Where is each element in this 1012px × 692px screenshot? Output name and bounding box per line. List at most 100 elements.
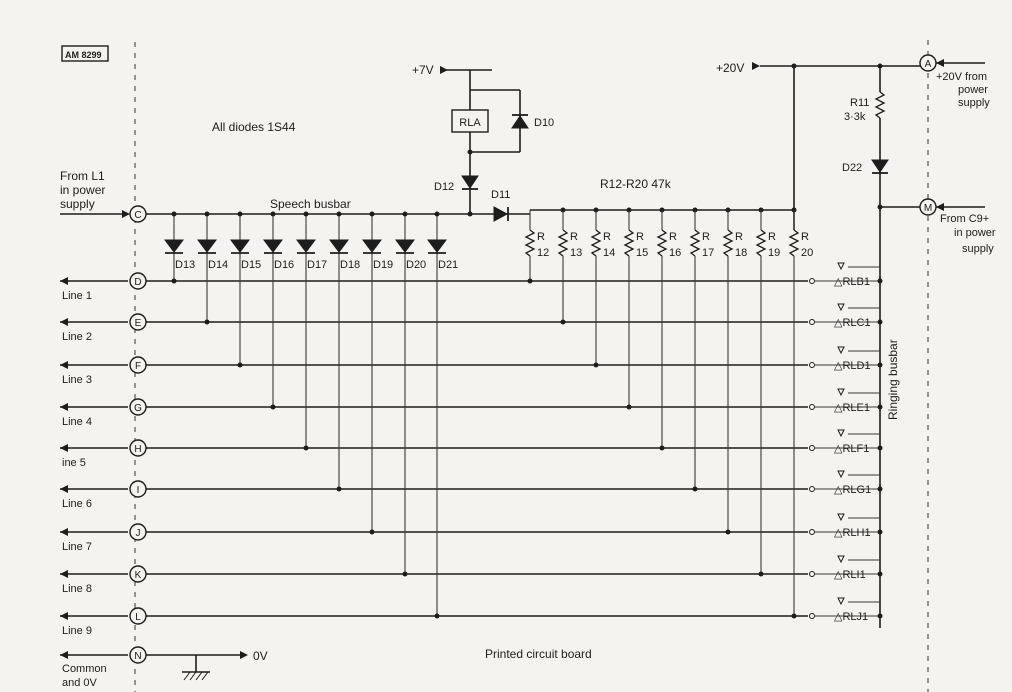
relay-contact-array: △RLB1△RLC1△RLD1△RLE1△RLF1△RLG1△RLH1△RLI1…: [809, 262, 883, 623]
zero-v-arrow: [240, 651, 248, 659]
resistor-r-prefix: R: [702, 231, 710, 243]
line-arrow: [60, 318, 68, 326]
diode-label: D15: [241, 259, 261, 271]
junction-res-line: [626, 404, 632, 410]
junction-ringing: [877, 445, 883, 451]
plus20v-label: +20V: [716, 61, 744, 75]
junction-diode-line: [303, 445, 309, 451]
d10-label: D10: [534, 117, 554, 129]
resistor-r14: [590, 229, 602, 257]
resistor-r-prefix: R: [669, 231, 677, 243]
common-label-2: and 0V: [62, 677, 98, 689]
junction-diode-line: [369, 529, 375, 535]
relay-label: △RLD1: [834, 360, 871, 372]
junction-res-line: [659, 445, 665, 451]
diode-d22: [871, 159, 889, 174]
svg-text:J: J: [136, 528, 141, 539]
diode-d16: [263, 239, 283, 254]
svg-text:F: F: [135, 361, 141, 372]
junction-diode-top: [369, 211, 375, 217]
diode-label: D17: [307, 259, 327, 271]
relay-actuator-icon: [837, 429, 845, 438]
relay-actuator-icon: [837, 262, 845, 271]
resistor-r-prefix: R: [735, 231, 743, 243]
resistor-r16: [656, 229, 668, 257]
diode-label: D13: [175, 259, 195, 271]
relay-actuator-icon: [837, 346, 845, 355]
resistor-r-prefix: R: [801, 231, 809, 243]
zero-v-label: 0V: [253, 649, 268, 663]
relay-contact-fixed: [809, 445, 815, 451]
rla-label: RLA: [459, 117, 481, 129]
line-arrow: [60, 528, 68, 536]
relay-contact-fixed: [809, 486, 815, 492]
junction-diode-line: [434, 613, 440, 619]
junction-diode-line: [270, 404, 276, 410]
diode-d19: [362, 239, 382, 254]
junction-diode-line: [402, 571, 408, 577]
relay-label: △RLJ1: [834, 611, 868, 623]
resistor-r-prefix: R: [537, 231, 545, 243]
terminal-d: D: [129, 272, 147, 290]
junction-ringing: [877, 529, 883, 535]
junction-res-line: [593, 362, 599, 368]
relay-actuator-icon: [837, 470, 845, 479]
terminal-h: H: [129, 439, 147, 457]
relay-contact-fixed: [809, 278, 815, 284]
d12-label: D12: [434, 181, 454, 193]
relay-contact-fixed: [809, 571, 815, 577]
junction-ringing: [877, 278, 883, 284]
resistor-number: 14: [603, 247, 615, 259]
diode-d13: [164, 239, 184, 254]
svg-text:A: A: [925, 59, 932, 70]
relay-label: △RLC1: [834, 317, 871, 329]
diode-label: D16: [274, 259, 294, 271]
plus20-input-arrow: [936, 59, 944, 67]
terminal-m: M: [919, 198, 937, 216]
junction-diode-line: [204, 319, 210, 325]
resistor-r-prefix: R: [636, 231, 644, 243]
relay-actuator-icon: [837, 555, 845, 564]
resistor-r18: [722, 229, 734, 257]
diode-label: D18: [340, 259, 360, 271]
line-arrow: [60, 485, 68, 493]
junction-ringing: [877, 486, 883, 492]
diode-d18: [329, 239, 349, 254]
line-label: ine 5: [62, 457, 86, 469]
resistor-number: 20: [801, 247, 813, 259]
r11-value: 3·3k: [844, 111, 866, 123]
diode-d15: [230, 239, 250, 254]
terminal-n: N: [129, 646, 147, 664]
speech-busbar-label: Speech busbar: [270, 197, 351, 211]
c9-input-arrow: [936, 203, 944, 211]
line-label: Line 3: [62, 374, 92, 386]
common-arrow: [60, 651, 68, 659]
junction-ringing: [877, 613, 883, 619]
diode-d14: [197, 239, 217, 254]
terminal-k: K: [129, 565, 147, 583]
ground-icon: [183, 671, 209, 681]
relay-label: △RLE1: [834, 402, 870, 414]
diode-label: D20: [406, 259, 426, 271]
resistor-number: 19: [768, 247, 780, 259]
junction-20v-drop: [791, 63, 797, 69]
from-c9-line2: in power: [954, 227, 996, 239]
relay-contact-fixed: [809, 529, 815, 535]
diode-label: D14: [208, 259, 228, 271]
diode-d20: [395, 239, 415, 254]
ref-code-box: [61, 45, 109, 62]
resistor-number: 16: [669, 247, 681, 259]
svg-text:E: E: [135, 318, 142, 329]
resistor-number: 13: [570, 247, 582, 259]
junction-diode-top: [434, 211, 440, 217]
relay-contact-fixed: [809, 362, 815, 368]
relay-label: △RLH1: [834, 527, 871, 539]
line-label: Line 7: [62, 541, 92, 553]
svg-text:H: H: [134, 444, 141, 455]
relay-actuator-icon: [837, 513, 845, 522]
junction-diode-top: [171, 211, 177, 217]
junction-diode-top: [402, 211, 408, 217]
plus20-from-line2: power: [958, 84, 988, 96]
junction-diode-top: [204, 211, 210, 217]
